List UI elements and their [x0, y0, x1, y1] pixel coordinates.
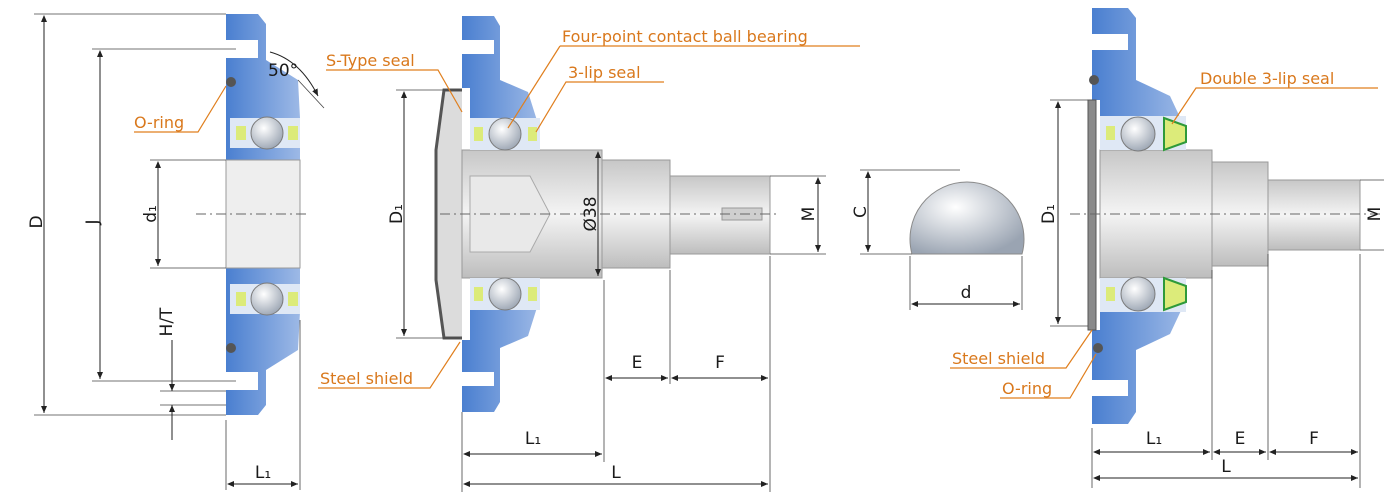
dim-L1-mid: L₁	[525, 429, 541, 449]
o-ring-left-top	[226, 77, 236, 87]
dim-L-mid: L	[611, 463, 621, 483]
angle-label: 50°	[268, 61, 298, 81]
o-ring-right-top	[1089, 75, 1099, 85]
dim-C: C	[851, 206, 871, 218]
dim-F-right: F	[1309, 429, 1319, 449]
callout-double-three-lip-seal: Double 3-lip seal	[1200, 69, 1334, 88]
o-ring-right-bottom	[1093, 343, 1103, 353]
dim-J: J	[83, 219, 103, 225]
callout-three-lip-seal: 3-lip seal	[568, 63, 641, 82]
dim-diameter-38: Ø38	[581, 196, 601, 231]
o-ring-left-bottom	[226, 343, 236, 353]
dim-L-right: L	[1221, 457, 1231, 477]
callout-o-ring-right: O-ring	[1002, 379, 1052, 398]
ball-detail-view	[860, 169, 1025, 310]
callout-steel-shield-right: Steel shield	[952, 349, 1045, 368]
dim-E-right: E	[1235, 429, 1246, 449]
callout-s-type-seal: S-Type seal	[326, 51, 415, 70]
left-flange-view	[34, 13, 325, 490]
dim-M-right: M	[1365, 207, 1385, 222]
ball-profile	[909, 181, 1025, 255]
dim-D1-right: D₁	[1039, 204, 1059, 224]
middle-hub-view	[396, 16, 826, 492]
dim-E-mid: E	[632, 353, 643, 373]
dim-L1-left: L₁	[255, 463, 271, 483]
dim-d1: d₁	[141, 205, 161, 223]
callout-four-point-bearing: Four-point contact ball bearing	[562, 27, 808, 46]
dim-L1-right: L₁	[1146, 429, 1162, 449]
callout-steel-shield-mid: Steel shield	[320, 369, 413, 388]
callout-o-ring-left: O-ring	[134, 113, 184, 132]
dim-F-mid: F	[715, 353, 725, 373]
right-hub-view	[1050, 8, 1384, 488]
dim-M-mid: M	[799, 207, 819, 222]
dim-D: D	[27, 215, 47, 228]
dim-D1-mid: D₁	[387, 204, 407, 224]
dim-HT: H/T	[157, 307, 177, 337]
dim-d: d	[961, 283, 972, 303]
